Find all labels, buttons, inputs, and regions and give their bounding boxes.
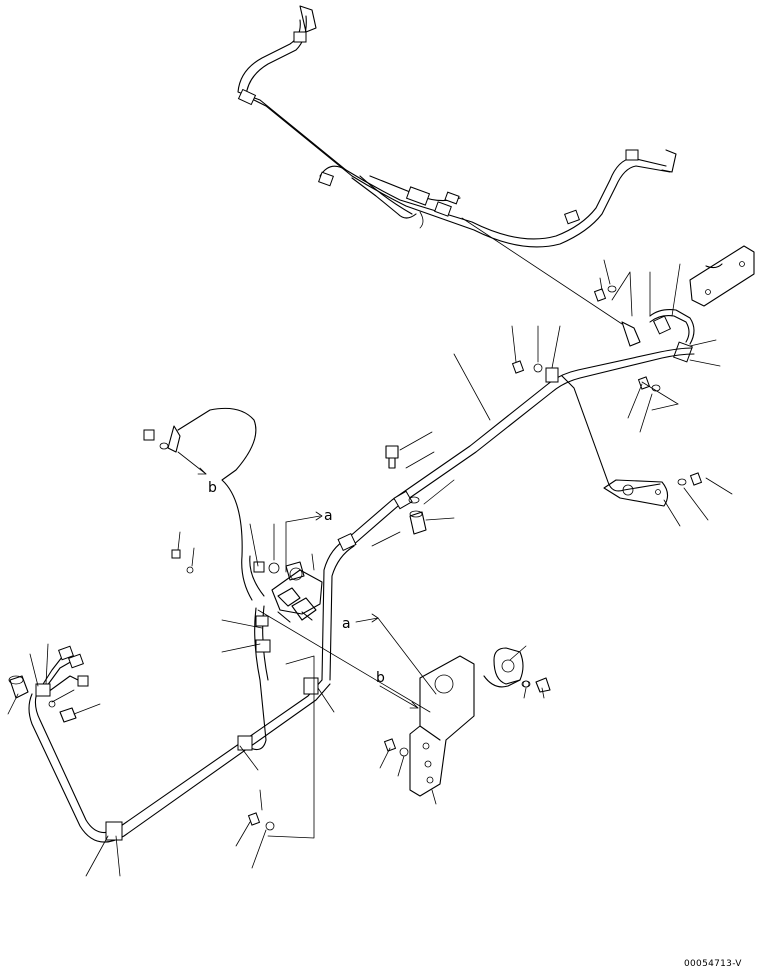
- callout-a-lower: a: [342, 616, 351, 632]
- left-connector-bundle: [8, 645, 89, 723]
- lower-harness: [28, 605, 331, 843]
- main-harness: [321, 347, 695, 681]
- right-bracket-upper: [621, 245, 755, 363]
- leader-lines: [7, 259, 733, 877]
- fasteners: [143, 285, 703, 831]
- callout-b-left: b: [208, 480, 217, 496]
- callout-b-lower: b: [376, 670, 385, 686]
- lower-bracket: [409, 647, 551, 797]
- upper-harness: [237, 5, 677, 325]
- relay-cluster: [167, 407, 323, 623]
- callout-a-upper: a: [324, 508, 333, 524]
- figure-code: 00054713-V: [684, 959, 742, 969]
